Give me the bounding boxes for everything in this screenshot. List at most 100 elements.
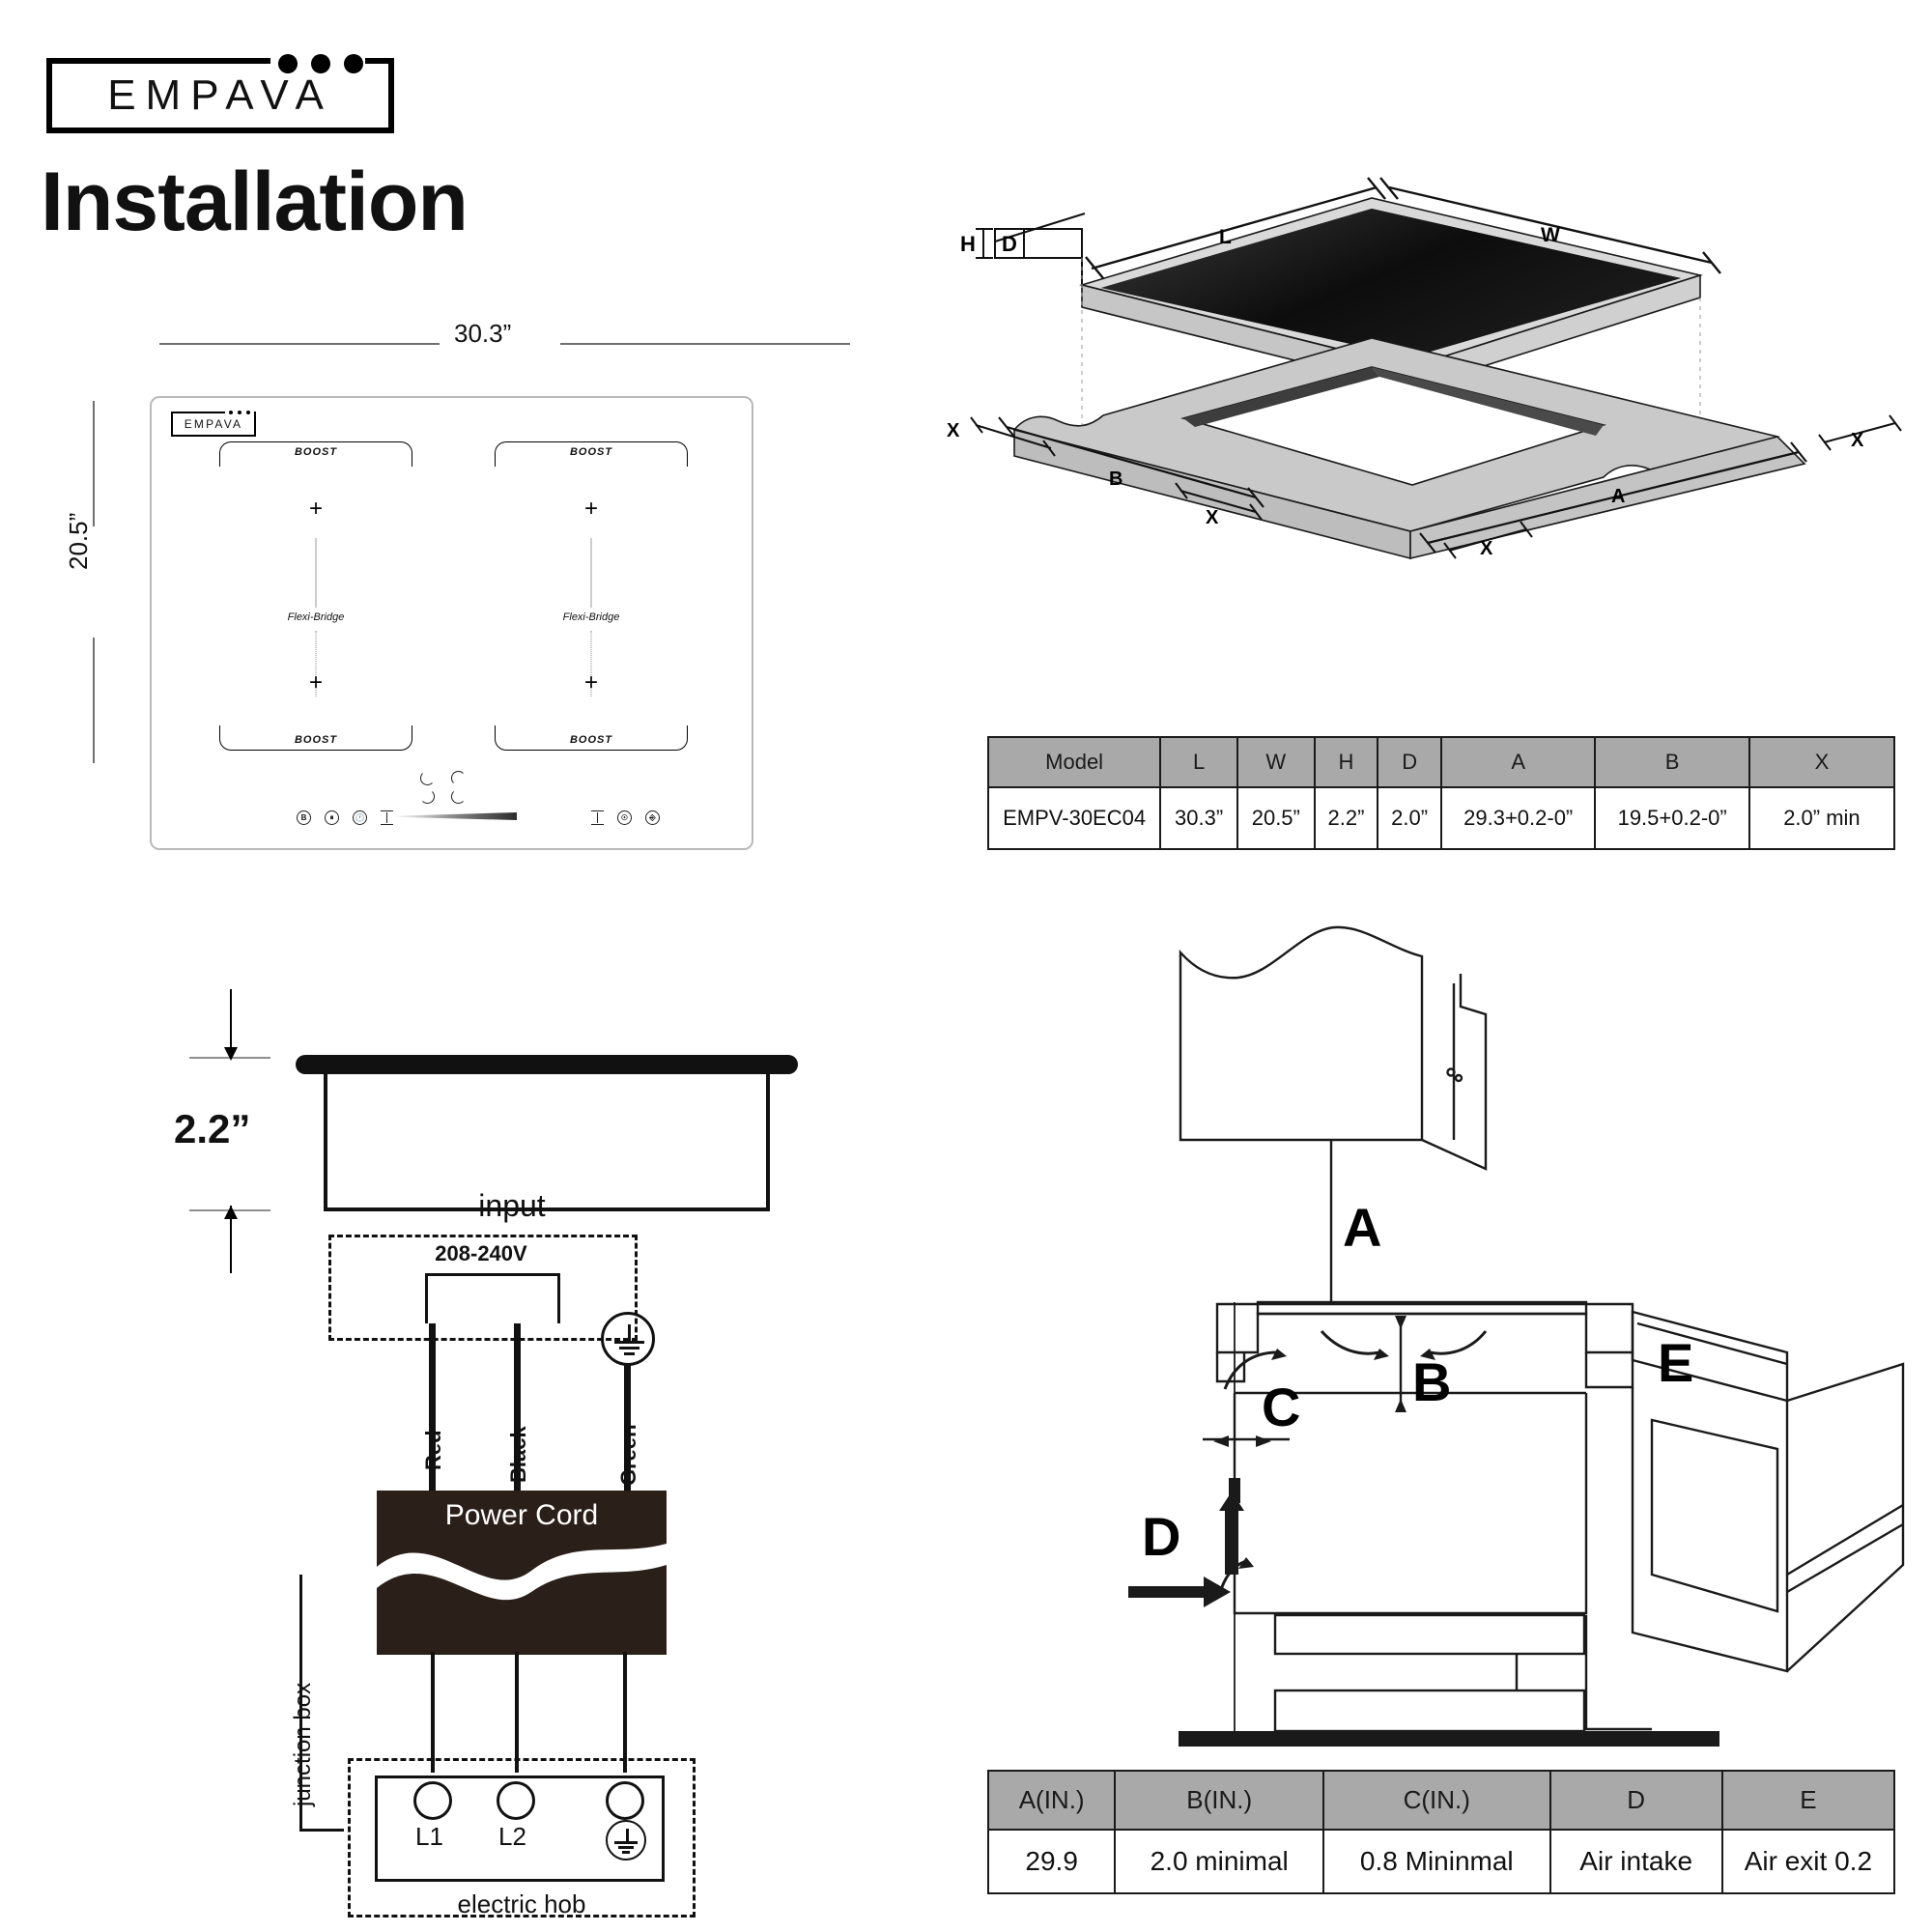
- cooktop-logo-dots-icon: [229, 411, 250, 414]
- bridge-line-solid: [590, 538, 592, 608]
- cell-b: 2.0 minimal: [1114, 1829, 1325, 1894]
- power-icon[interactable]: ⎆: [645, 810, 660, 825]
- zone-indicator-icon: [420, 771, 435, 785]
- dimension-X-group: [970, 414, 1902, 559]
- boost-label-top: BOOST: [569, 446, 613, 458]
- supply-bracket: [425, 1273, 560, 1323]
- dimension-B: [998, 416, 1264, 508]
- th-model: Model: [986, 736, 1162, 788]
- cooktop-iso-body: [1078, 197, 1704, 391]
- wire-label-black: Black: [506, 1426, 530, 1483]
- dimension-A: [1419, 441, 1807, 554]
- child-lock-icon[interactable]: ☉: [617, 810, 632, 825]
- table-header-row: Model L W H D A B X: [986, 736, 1896, 788]
- th-d: D: [1377, 736, 1442, 788]
- voltage-label: 208-240V: [435, 1241, 527, 1265]
- drawer-upper: [1273, 1613, 1586, 1656]
- flexi-bridge-label: Flexi-Bridge: [562, 611, 620, 623]
- terminal-l1: [413, 1781, 452, 1820]
- airflow-arrow-side: [1223, 1350, 1278, 1390]
- label-D: D: [1142, 1506, 1180, 1567]
- clearances-table: A(IN.) B(IN.) C(IN.) D E 29.9 2.0 minima…: [986, 1770, 1896, 1894]
- bridge-line-dotted: [315, 631, 317, 696]
- zone-center-cross-bottom: +: [308, 669, 324, 696]
- th-a-in: A(IN.): [986, 1770, 1117, 1831]
- timer-clock-icon[interactable]: 🕐: [353, 810, 367, 825]
- th-b: B: [1594, 736, 1750, 788]
- zone-center-cross-top: +: [583, 496, 599, 522]
- section-height-dimension: 2.2”: [174, 1106, 251, 1151]
- label-B: B: [1109, 469, 1122, 490]
- input-dashed-boundary: [328, 1235, 638, 1341]
- intake-arrow-head: [1204, 1577, 1231, 1607]
- wire-black: [514, 1323, 521, 1492]
- lock-icon[interactable]: [591, 810, 604, 826]
- power-slider[interactable]: [391, 812, 517, 820]
- th-c-in: C(IN.): [1322, 1770, 1551, 1831]
- oven-window: [1650, 1418, 1779, 1613]
- vertical-airflow-head: [1219, 1492, 1244, 1511]
- control-icons-right: ☉ ⎆: [591, 810, 660, 826]
- th-x: X: [1747, 736, 1896, 788]
- wire-label-green: Green: [616, 1424, 640, 1486]
- frame-lip-right: [1584, 1352, 1634, 1389]
- table-row: EMPV-30EC04 30.3” 20.5” 2.2” 2.0” 29.3+0…: [986, 786, 1896, 850]
- plan-width-leader-right: [560, 343, 850, 345]
- airflow-arrow-left: [1320, 1329, 1380, 1355]
- arrowheads: [1213, 1316, 1435, 1569]
- cell-b: 19.5+0.2-0”: [1594, 786, 1750, 850]
- cell-a: 29.9: [986, 1829, 1117, 1894]
- zone-bracket-top: [495, 441, 688, 467]
- electric-hob-dashed-boundary: [348, 1758, 696, 1918]
- junction-box-leader-foot: [299, 1829, 344, 1832]
- wall-panel: [1421, 974, 1488, 1171]
- dimension-H-D: [976, 213, 1086, 285]
- table-header-row: A(IN.) B(IN.) C(IN.) D E: [986, 1770, 1896, 1831]
- plan-depth-leader-bottom: [93, 638, 95, 763]
- cooking-zone-right: BOOST + Flexi-Bridge + BOOST: [495, 441, 688, 751]
- cell-d: 2.0”: [1377, 786, 1442, 850]
- cell-h: 2.2”: [1313, 786, 1379, 850]
- oven-front: [1631, 1387, 1789, 1673]
- terminal-l2: [497, 1781, 535, 1820]
- zone-bracket-bottom: [495, 725, 688, 751]
- section-dim-line-bottom: [230, 1206, 232, 1273]
- th-l: L: [1159, 736, 1238, 788]
- earth-ground-icon: [601, 1312, 655, 1366]
- label-L: L: [1219, 226, 1232, 248]
- electric-hob-label: electric hob: [457, 1889, 586, 1918]
- cabinet-right-edge: [1584, 1615, 1652, 1731]
- label-H: H: [960, 232, 976, 256]
- earth-ground-icon: [606, 1820, 646, 1861]
- page-title: Installation: [41, 156, 469, 248]
- boost-label-bottom: BOOST: [569, 734, 613, 746]
- cooktop-brand-logo: EMPAVA: [171, 410, 256, 437]
- drawer-lower: [1273, 1689, 1586, 1733]
- pause-play-icon[interactable]: ⏸: [325, 810, 339, 825]
- cooking-zone-left: BOOST + Flexi-Bridge + BOOST: [219, 441, 412, 751]
- lock-icon[interactable]: [381, 810, 393, 826]
- label-D: D: [1002, 232, 1017, 256]
- label-A: A: [1611, 486, 1625, 507]
- cooktop-section-view: 2.2”: [174, 976, 831, 1273]
- cell-l: 30.3”: [1159, 786, 1238, 850]
- boost-icon[interactable]: B: [297, 810, 311, 825]
- power-cord-label: Power Cord: [444, 1499, 599, 1531]
- terminal-lead-l2: [515, 1652, 519, 1773]
- zone-bracket-bottom: [219, 725, 412, 751]
- brand-wordmark: EMPAVA: [107, 71, 333, 119]
- plan-width-dimension: 30.3”: [454, 319, 512, 348]
- cell-a: 29.3+0.2-0”: [1439, 786, 1597, 850]
- label-E: E: [1658, 1332, 1693, 1393]
- wire-green: [624, 1364, 631, 1492]
- four-zone-indicator: [420, 771, 474, 804]
- control-icons-left: B ⏸ 🕐: [297, 810, 393, 826]
- label-A: A: [1343, 1197, 1381, 1258]
- terminal-label-l2: L2: [498, 1822, 526, 1851]
- bridge-line-solid: [315, 538, 317, 608]
- cooktop-brand-text: EMPAVA: [184, 417, 243, 431]
- cell-w: 20.5”: [1236, 786, 1316, 850]
- section-arrowhead-down: [224, 1047, 238, 1061]
- zone-center-cross-bottom: +: [583, 669, 599, 696]
- control-panel: B ⏸ 🕐 ☉ ⎆: [152, 771, 755, 831]
